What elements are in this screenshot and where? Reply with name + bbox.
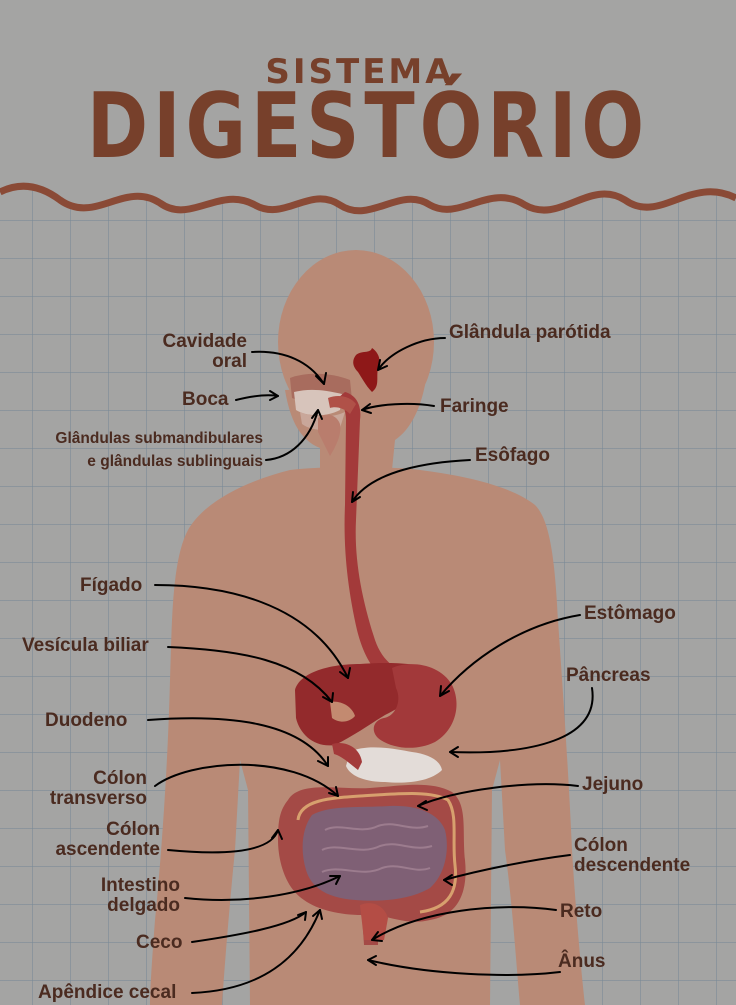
label-anus: Ânus: [558, 951, 606, 972]
label-pancreas: Pâncreas: [566, 665, 651, 686]
arrow-figado: [154, 584, 349, 679]
arrow-pancreas: [449, 687, 594, 754]
label-ceco: Ceco: [136, 932, 183, 953]
arrow-glandulas-sub: [265, 409, 319, 461]
pharynx: [328, 396, 356, 414]
colon-band: [296, 792, 458, 914]
arrow-intestino-delgado: [184, 875, 341, 901]
label-jejuno: Jejuno: [582, 774, 644, 795]
arrow-cavidade-oral: [251, 350, 325, 385]
rectum: [360, 903, 388, 940]
arrow-ceco: [191, 911, 307, 943]
arrow-boca: [235, 394, 279, 401]
label-figado: Fígado: [80, 575, 143, 596]
arrow-jejuno: [417, 783, 579, 807]
arrow-colon-descendente: [443, 854, 571, 881]
pancreas: [346, 747, 442, 783]
arrow-apendice: [191, 909, 321, 994]
arrow-esofago: [351, 459, 471, 503]
label-estomago: Estômago: [584, 603, 676, 624]
salivary-glands: [318, 414, 341, 456]
parotid-gland: [353, 348, 380, 392]
arrow-colon-transverso: [154, 763, 339, 797]
esophagus: [338, 392, 395, 680]
arrows: [147, 337, 594, 994]
arrow-anus: [367, 959, 561, 976]
gallbladder: [330, 701, 355, 722]
title-line1: SISTEMA: [265, 52, 455, 92]
small-intestine: [302, 805, 447, 901]
label-faringe: Faringe: [440, 396, 509, 417]
label-boca: Boca: [182, 389, 229, 410]
duodenum: [332, 742, 362, 770]
arrow-duodeno: [147, 717, 329, 767]
label-glandula-parotida: Glândula parótida: [449, 322, 611, 343]
label-reto: Reto: [560, 901, 603, 922]
arrow-estomago: [439, 614, 581, 697]
arrow-reto: [371, 906, 557, 941]
arrow-faringe: [361, 402, 435, 411]
label-esofago: Esôfago: [475, 445, 550, 466]
title-line2: DIGESTÓRIO: [86, 74, 650, 179]
label-vesicula-biliar: Vesícula biliar: [22, 635, 149, 656]
arrow-glandula-parotida: [377, 337, 446, 371]
arrow-vesicula: [167, 646, 333, 703]
header-background: [0, 0, 736, 211]
label-apendice-cecal: Apêndice cecal: [38, 982, 177, 1003]
header-wave: [0, 182, 736, 215]
stomach: [373, 664, 457, 748]
label-duodeno: Duodeno: [45, 710, 128, 731]
